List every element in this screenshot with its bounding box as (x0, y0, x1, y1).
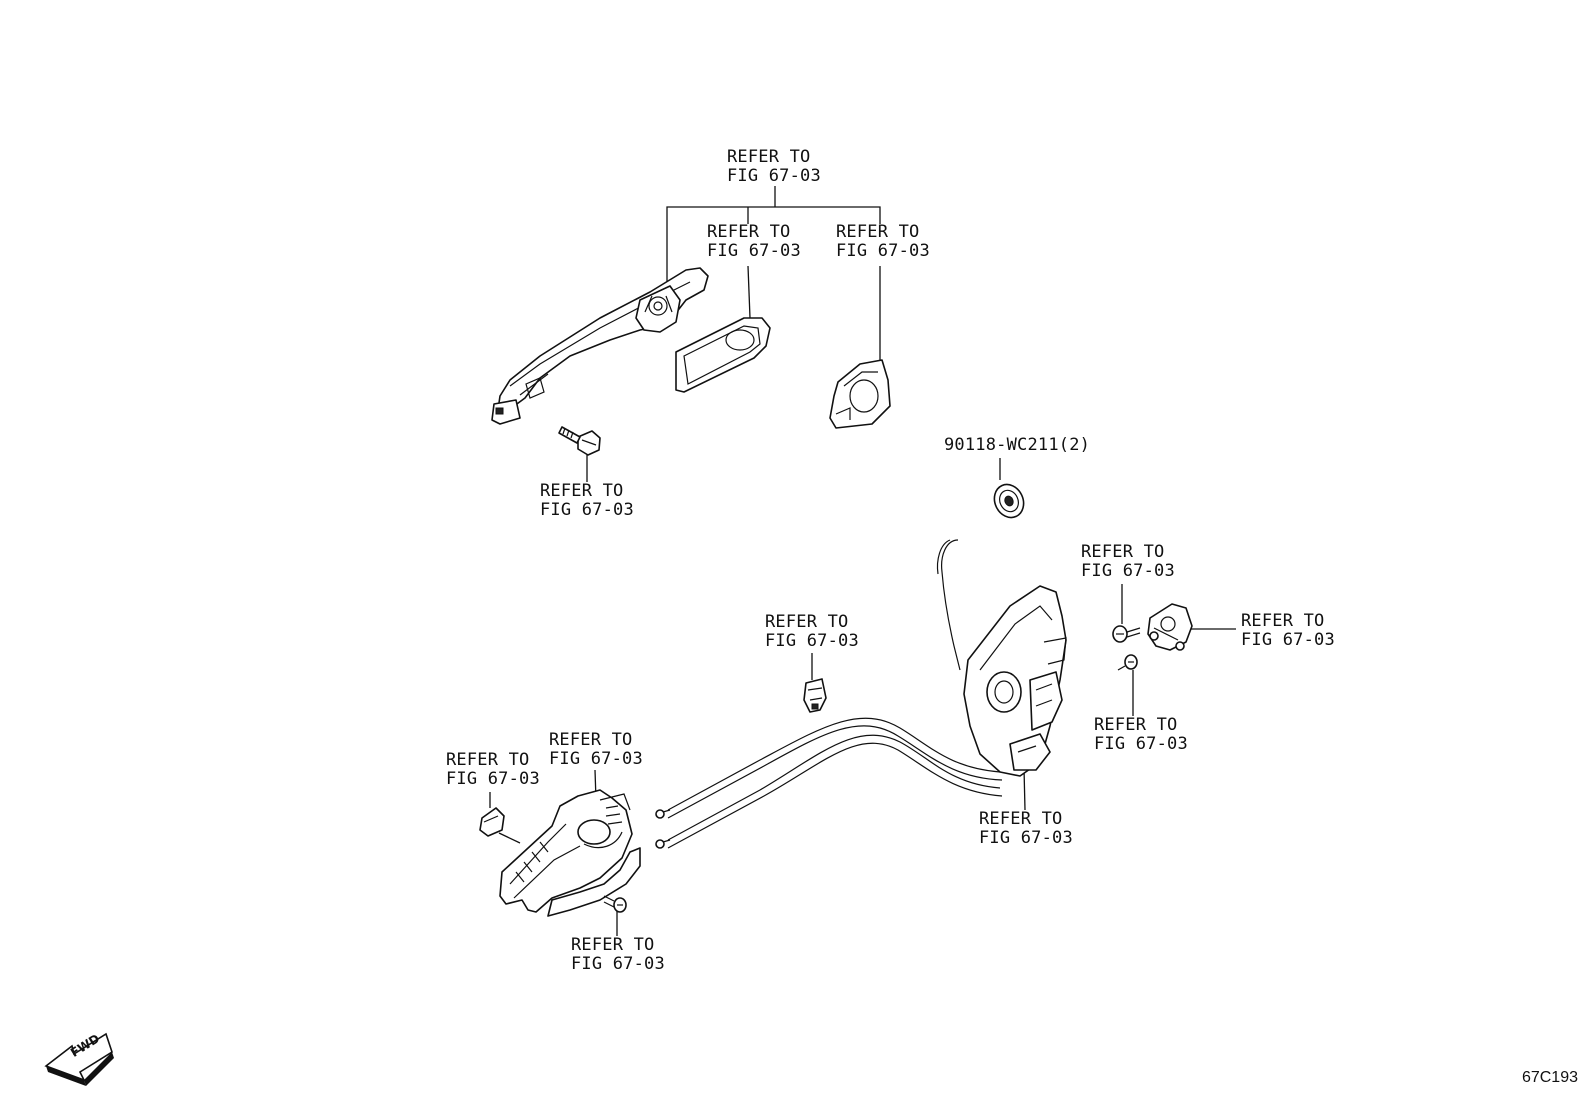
grommet (993, 483, 1025, 519)
figure-code: 67C193 (1521, 1069, 1578, 1086)
callout-striker: REFER TO FIG 67-03 (1241, 611, 1335, 650)
door-lock-actuator (936, 539, 1067, 777)
inside-handle-screw (603, 895, 627, 913)
inside-handle (499, 789, 641, 917)
handle-pad (829, 359, 891, 429)
callout-inside-handle-clip: REFER TO FIG 67-03 (446, 750, 540, 789)
forward-arrow-icon (44, 1032, 114, 1086)
callout-pad: REFER TO FIG 67-03 (836, 222, 930, 261)
callout-handle-bolt: REFER TO FIG 67-03 (540, 481, 634, 520)
callout-lock-actuator: REFER TO FIG 67-03 (979, 809, 1073, 848)
callout-frame: REFER TO FIG 67-03 (707, 222, 801, 261)
striker-bolt (1117, 654, 1138, 671)
cable-clip (803, 678, 827, 713)
handle-frame (675, 317, 771, 393)
control-cables (655, 717, 1003, 849)
callout-inside-handle: REFER TO FIG 67-03 (549, 730, 643, 769)
callout-cable-clip: REFER TO FIG 67-03 (765, 612, 859, 651)
callout-inside-handle-screw: REFER TO FIG 67-03 (571, 935, 665, 974)
callout-striker-bolt: REFER TO FIG 67-03 (1094, 715, 1188, 754)
striker-screw (1112, 625, 1141, 643)
callout-striker-screw: REFER TO FIG 67-03 (1081, 542, 1175, 581)
callout-handle-group: REFER TO FIG 67-03 (727, 147, 821, 186)
door-striker (1147, 603, 1193, 651)
handle-bolt (558, 426, 601, 456)
inside-handle-clip (479, 807, 505, 837)
callout-grommet-part-number: 90118-WC211(2) (944, 435, 1091, 455)
outside-handle (491, 267, 709, 425)
